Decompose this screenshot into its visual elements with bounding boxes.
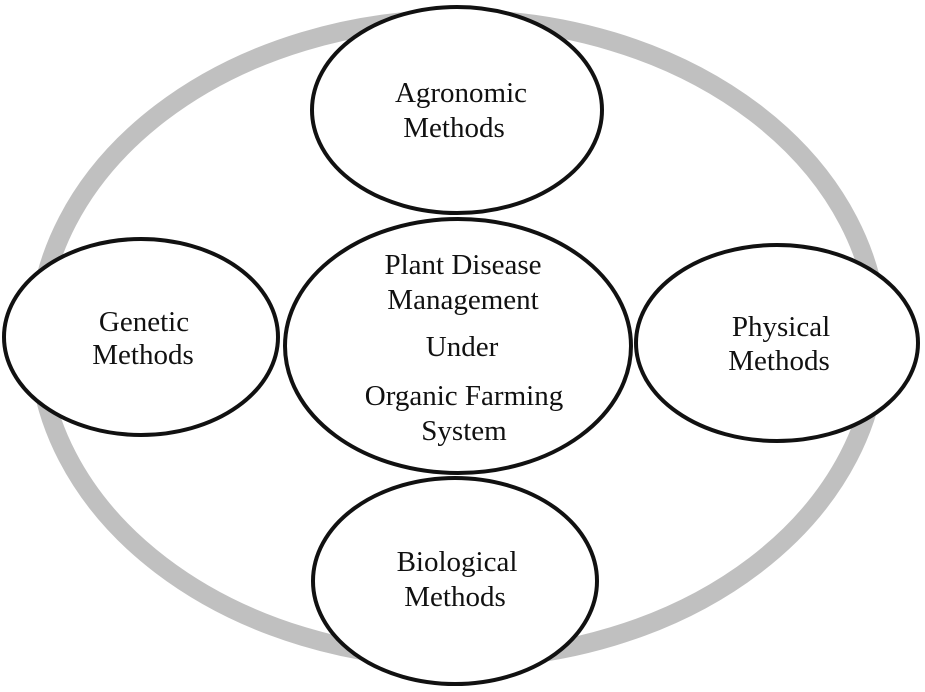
node-physical-label-2: Methods — [728, 345, 830, 377]
node-center-topic: Plant Disease Management Under Organic F… — [283, 217, 633, 475]
node-agronomic-ellipse — [310, 5, 604, 215]
node-center-label-3: Under — [426, 331, 499, 363]
node-center-label-1: Plant Disease — [384, 249, 541, 281]
node-center-label-2: Management — [387, 284, 538, 316]
node-physical-methods: Physical Methods — [634, 243, 920, 443]
node-center-label-5: System — [421, 415, 507, 447]
node-genetic-ellipse — [2, 237, 280, 437]
node-center-label-4: Organic Farming — [365, 380, 563, 412]
node-agronomic-methods: Agronomic Methods — [310, 5, 604, 215]
node-center-ellipse — [283, 217, 633, 475]
node-agronomic-label-1: Agronomic — [395, 77, 527, 109]
node-agronomic-label-2: Methods — [403, 112, 505, 144]
node-biological-label-1: Biological — [397, 546, 518, 578]
node-physical-label-1: Physical — [732, 311, 830, 343]
node-genetic-methods: Genetic Methods — [2, 237, 280, 437]
node-genetic-label-2: Methods — [92, 339, 194, 371]
node-biological-ellipse — [311, 476, 599, 686]
node-biological-label-2: Methods — [404, 581, 506, 613]
node-genetic-label-1: Genetic — [99, 306, 189, 338]
node-biological-methods: Biological Methods — [311, 476, 599, 686]
node-physical-ellipse — [634, 243, 920, 443]
